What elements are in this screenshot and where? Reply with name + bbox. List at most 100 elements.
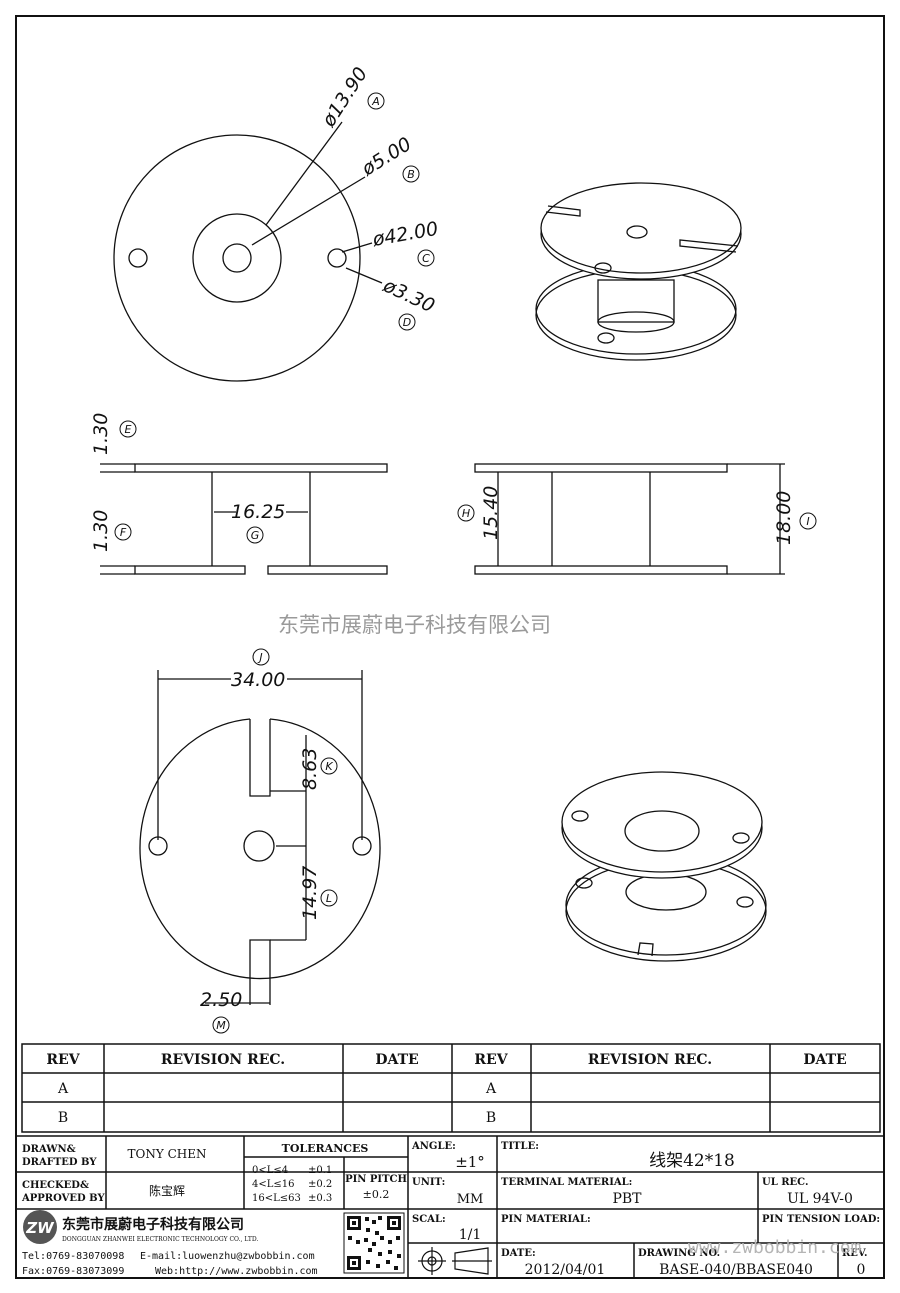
rev-value: 0 <box>857 1262 866 1278</box>
angle-value: ±1° <box>455 1153 485 1171</box>
svg-text:H: H <box>462 507 470 520</box>
scale-label: SCAL: <box>412 1214 446 1225</box>
svg-text:REVISION REC.: REVISION REC. <box>161 1052 285 1068</box>
svg-text:REVISION REC.: REVISION REC. <box>588 1052 712 1068</box>
company-name-en: DONGGUAN ZHANWEI ELECTRONIC TECHNOLOGY C… <box>62 1236 258 1243</box>
sheet-border <box>15 15 885 1279</box>
unit-value: MM <box>457 1192 484 1207</box>
callout-bubbles: A B C D E F G H I J K L M <box>114 92 817 1034</box>
drawn-label-2: DRAFTED BY <box>22 1157 97 1168</box>
isometric-view-top <box>535 182 742 361</box>
svg-text:L: L <box>326 892 332 905</box>
checked-label-1: CHECKED& <box>22 1180 89 1191</box>
company-logo-icon: ZW <box>23 1210 57 1244</box>
dim-slot-to-center: 14.97 <box>299 866 321 920</box>
svg-text:A: A <box>485 1081 497 1097</box>
watermark: 东莞市展蔚电子科技有限公司 <box>278 613 551 637</box>
dim-total-height: 18.00 <box>773 491 795 545</box>
svg-text:DATE: DATE <box>803 1052 846 1068</box>
tol-range-2: 4<L≤16 <box>252 1179 295 1190</box>
dim-flange-bottom: 1.30 <box>90 510 112 552</box>
svg-text:REV: REV <box>474 1052 508 1068</box>
title-block-text: DRAWN& DRAFTED BY TONY CHEN CHECKED& APP… <box>21 1141 880 1278</box>
company-email: E-mail:luowenzhu@zwbobbin.com <box>140 1251 315 1262</box>
dim-outer-dia-small: ø13.90 <box>317 63 372 131</box>
terminal-label: TERMINAL MATERIAL: <box>501 1177 632 1188</box>
tol-val-1: ±0.1 <box>308 1165 332 1176</box>
top-view <box>113 121 383 382</box>
web-watermark: www.zwbobbin.com <box>688 1237 861 1258</box>
dim-flange-top: 1.30 <box>90 413 112 455</box>
svg-text:B: B <box>58 1110 68 1126</box>
bubble-c: C <box>417 249 435 267</box>
tolerances-label: TOLERANCES <box>282 1142 369 1155</box>
terminal-value: PBT <box>612 1191 642 1207</box>
dim-slot-width: 2.50 <box>200 989 242 1011</box>
svg-text:DATE: DATE <box>375 1052 418 1068</box>
title-value: 线架42*18 <box>649 1151 735 1171</box>
unit-label: UNIT: <box>412 1177 445 1188</box>
company-web: Web:http://www.zwbobbin.com <box>155 1266 318 1277</box>
svg-text:C: C <box>422 252 430 265</box>
pin-pitch-label: PIN PITCH <box>345 1174 407 1185</box>
tol-val-3: ±0.3 <box>308 1193 332 1204</box>
pin-material-label: PIN MATERIAL: <box>501 1214 591 1225</box>
ul-label: UL REC. <box>762 1177 808 1188</box>
bubble-l: L <box>320 889 338 907</box>
svg-text:J: J <box>257 651 262 664</box>
scale-value: 1/1 <box>459 1227 482 1243</box>
bubble-g: G <box>246 526 264 544</box>
revision-table <box>21 1043 881 1133</box>
svg-text:F: F <box>120 526 127 539</box>
date-value: 2012/04/01 <box>525 1262 606 1278</box>
drawing-no-label: DRAWING NO. <box>638 1248 720 1259</box>
pin-tension-label: PIN TENSION LOAD: <box>762 1214 880 1225</box>
side-view-left <box>100 463 388 575</box>
tol-range-1: 0<L≤4 <box>252 1165 288 1176</box>
svg-text:D: D <box>403 316 411 329</box>
company-fax: Fax:0769-83073099 <box>22 1266 124 1277</box>
svg-text:G: G <box>251 529 260 542</box>
dim-slot-depth: 8.63 <box>299 748 321 790</box>
side-view-right <box>474 463 785 575</box>
svg-text:REV: REV <box>46 1052 80 1068</box>
dim-core-width: 16.25 <box>231 501 285 523</box>
dim-span: 34.00 <box>231 669 285 691</box>
company-tel: Tel:0769-83070098 <box>22 1251 124 1262</box>
bubble-d: D <box>398 313 416 331</box>
svg-text:B: B <box>486 1110 496 1126</box>
svg-text:K: K <box>325 760 333 773</box>
drawn-value: TONY CHEN <box>128 1147 207 1161</box>
dim-outer-dia: ø42.00 <box>370 218 440 251</box>
svg-text:M: M <box>216 1019 226 1032</box>
svg-text:A: A <box>57 1081 69 1097</box>
tol-range-3: 16<L≤63 <box>252 1193 301 1204</box>
angle-label: ANGLE: <box>411 1141 456 1152</box>
isometric-view-bottom <box>561 771 767 962</box>
bubble-f: F <box>114 523 132 541</box>
bubble-j: J <box>252 648 270 666</box>
tol-val-2: ±0.2 <box>308 1179 332 1190</box>
drawing-no-value: BASE-040/BBASE040 <box>659 1262 813 1278</box>
ul-value: UL 94V-0 <box>787 1191 853 1207</box>
title-block-grid <box>15 1135 885 1279</box>
svg-text:E: E <box>125 423 132 436</box>
bubble-b: B <box>402 165 420 183</box>
drawn-label-1: DRAWN& <box>22 1144 76 1155</box>
bottom-view <box>139 670 381 1005</box>
rev-label: REV. <box>842 1248 867 1259</box>
svg-text:I: I <box>806 515 809 528</box>
bubble-m: M <box>212 1016 230 1034</box>
bubble-i: I <box>799 512 817 530</box>
svg-text:A: A <box>371 95 380 108</box>
revision-table-text: REV REVISION REC. DATE REV REVISION REC.… <box>46 1052 846 1126</box>
title-label: TITLE: <box>501 1141 539 1152</box>
bubble-k: K <box>320 757 338 775</box>
qr-code-icon <box>343 1212 405 1274</box>
bubble-h: H <box>457 504 475 522</box>
bubble-e: E <box>119 420 137 438</box>
dim-inner-height: 15.40 <box>480 486 502 540</box>
checked-value: 陈宝辉 <box>149 1183 185 1198</box>
checked-label-2: APPROVED BY <box>21 1193 105 1204</box>
